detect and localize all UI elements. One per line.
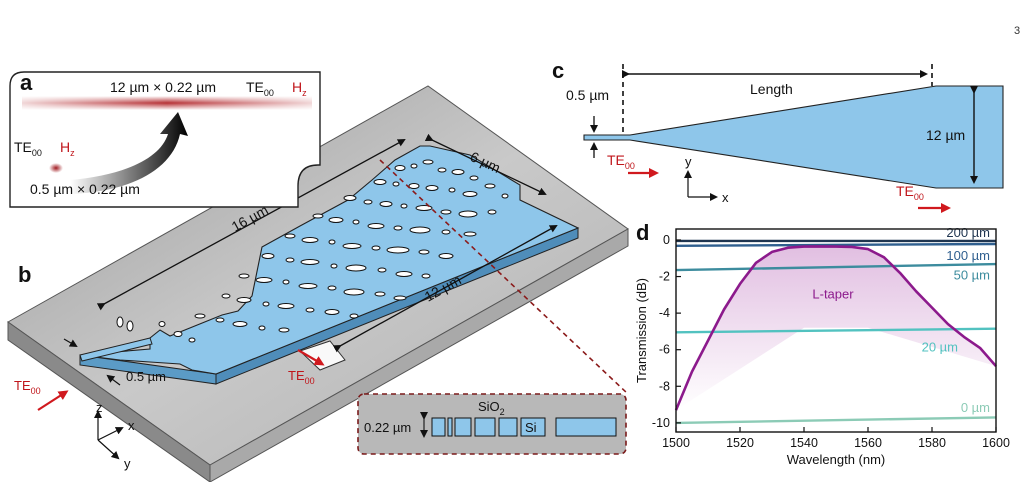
wide-mode-label: TE00	[246, 79, 274, 98]
panel-a-label: a	[20, 70, 33, 95]
series-label: L-taper	[812, 286, 854, 301]
si-block	[555, 417, 617, 437]
b-axes-triad	[94, 410, 124, 460]
y-axis-label: Transmission (dB)	[634, 278, 649, 383]
b-axis-x: x	[128, 418, 135, 433]
series-line	[674, 245, 997, 411]
series-label: 20 µm	[922, 339, 958, 354]
x-tick-label: 1600	[982, 436, 1010, 450]
substrate-front	[7, 321, 211, 482]
x-tick-label: 1500	[662, 436, 690, 450]
c-input-mode-label: TE00	[607, 152, 635, 171]
wide-mode-fade	[22, 96, 312, 110]
si-block	[447, 417, 453, 437]
x-axis-label: Wavelength (nm)	[787, 452, 886, 467]
series-line	[675, 242, 997, 247]
wide-field-label: Hz	[292, 79, 307, 98]
series-label: 0 µm	[961, 400, 990, 415]
series-label: 50 µm	[954, 267, 990, 282]
page-number: 3	[1014, 25, 1020, 37]
si-block	[498, 417, 518, 437]
taper-shape	[583, 85, 1004, 189]
c-output-mode-label: TE00	[896, 183, 924, 202]
si-block	[454, 417, 472, 437]
b-axis-z: z	[96, 400, 103, 415]
si-block	[474, 417, 496, 437]
b-output-arrow	[297, 349, 325, 366]
panel-d-label: d	[636, 220, 649, 245]
c-axis-y: y	[685, 154, 692, 169]
input-waveguide	[79, 337, 153, 362]
input-width-pointer-2	[106, 374, 121, 386]
series-line	[675, 416, 997, 425]
plot-frame	[675, 228, 997, 433]
inset-core-label: Si	[525, 420, 537, 435]
x-tick-label: 1520	[726, 436, 754, 450]
c-axis-x: x	[722, 190, 729, 205]
y-tick-label: -10	[652, 416, 670, 430]
dim-16um-arrow	[96, 139, 406, 311]
y-tick-label: -4	[659, 306, 670, 320]
panel-b-label: b	[18, 262, 31, 287]
b-input-arrow	[37, 390, 69, 411]
dim-05um-label: 0.5 µm	[126, 369, 166, 384]
x-tick-label: 1540	[790, 436, 818, 450]
panel-b: 16 µm 6 µm 12 µm 0.5 µm TE00 TE00 z x y …	[7, 85, 629, 482]
transmission-chart: 200 µm 100 µm 50 µm 20 µm 0 µm L-taper 1500 152…	[634, 225, 1010, 467]
wide-dims-label: 12 µm × 0.22 µm	[110, 79, 216, 95]
inset-cladding-label: SiO2	[478, 399, 505, 417]
c-axes-triad	[684, 170, 718, 201]
series-line	[675, 327, 997, 334]
x-tick-label: 1560	[854, 436, 882, 450]
c-input-width-label: 0.5 µm	[566, 87, 609, 103]
dim-6um-arrow	[424, 133, 547, 196]
dim-12um-arrow	[332, 225, 558, 353]
series-line	[675, 262, 997, 272]
c-output-width-label: 12 µm	[926, 127, 965, 143]
si-block	[431, 417, 446, 437]
series-label: 100 µm	[946, 248, 990, 263]
panel-c-label: c	[552, 58, 564, 83]
length-label: Length	[750, 81, 793, 97]
y-tick-label: -2	[659, 270, 670, 284]
narrow-mode-field	[49, 163, 63, 173]
input-width-pointer	[63, 338, 78, 348]
panel-c: c Length 0.5 µm 12 µm TE00 TE00 y x	[552, 58, 1004, 213]
panel-a: 12 µm × 0.22 µm TE00 Hz TE00 Hz 0.5 µm ×…	[9, 70, 321, 208]
series-label: 200 µm	[946, 225, 990, 240]
narrow-dims-label: 0.5 µm × 0.22 µm	[30, 181, 140, 197]
cross-section-inset: SiO2 0.22 µm Si	[357, 393, 627, 455]
x-tick-label: 1580	[918, 436, 946, 450]
conversion-arrow	[70, 112, 188, 194]
inset-thickness-label: 0.22 µm	[364, 420, 411, 435]
b-axis-y: y	[124, 456, 131, 471]
y-tick-label: -6	[659, 343, 670, 357]
b-output-mode-label: TE00	[288, 368, 315, 386]
y-tick-label: 0	[663, 233, 670, 247]
l-taper-shading	[676, 246, 996, 411]
narrow-mode-label: TE00	[14, 139, 42, 158]
si-block	[520, 417, 546, 437]
b-input-mode-label: TE00	[14, 378, 41, 396]
y-tick-label: -8	[659, 379, 670, 393]
narrow-field-label: Hz	[60, 139, 75, 158]
inset-guide-line	[379, 159, 629, 395]
